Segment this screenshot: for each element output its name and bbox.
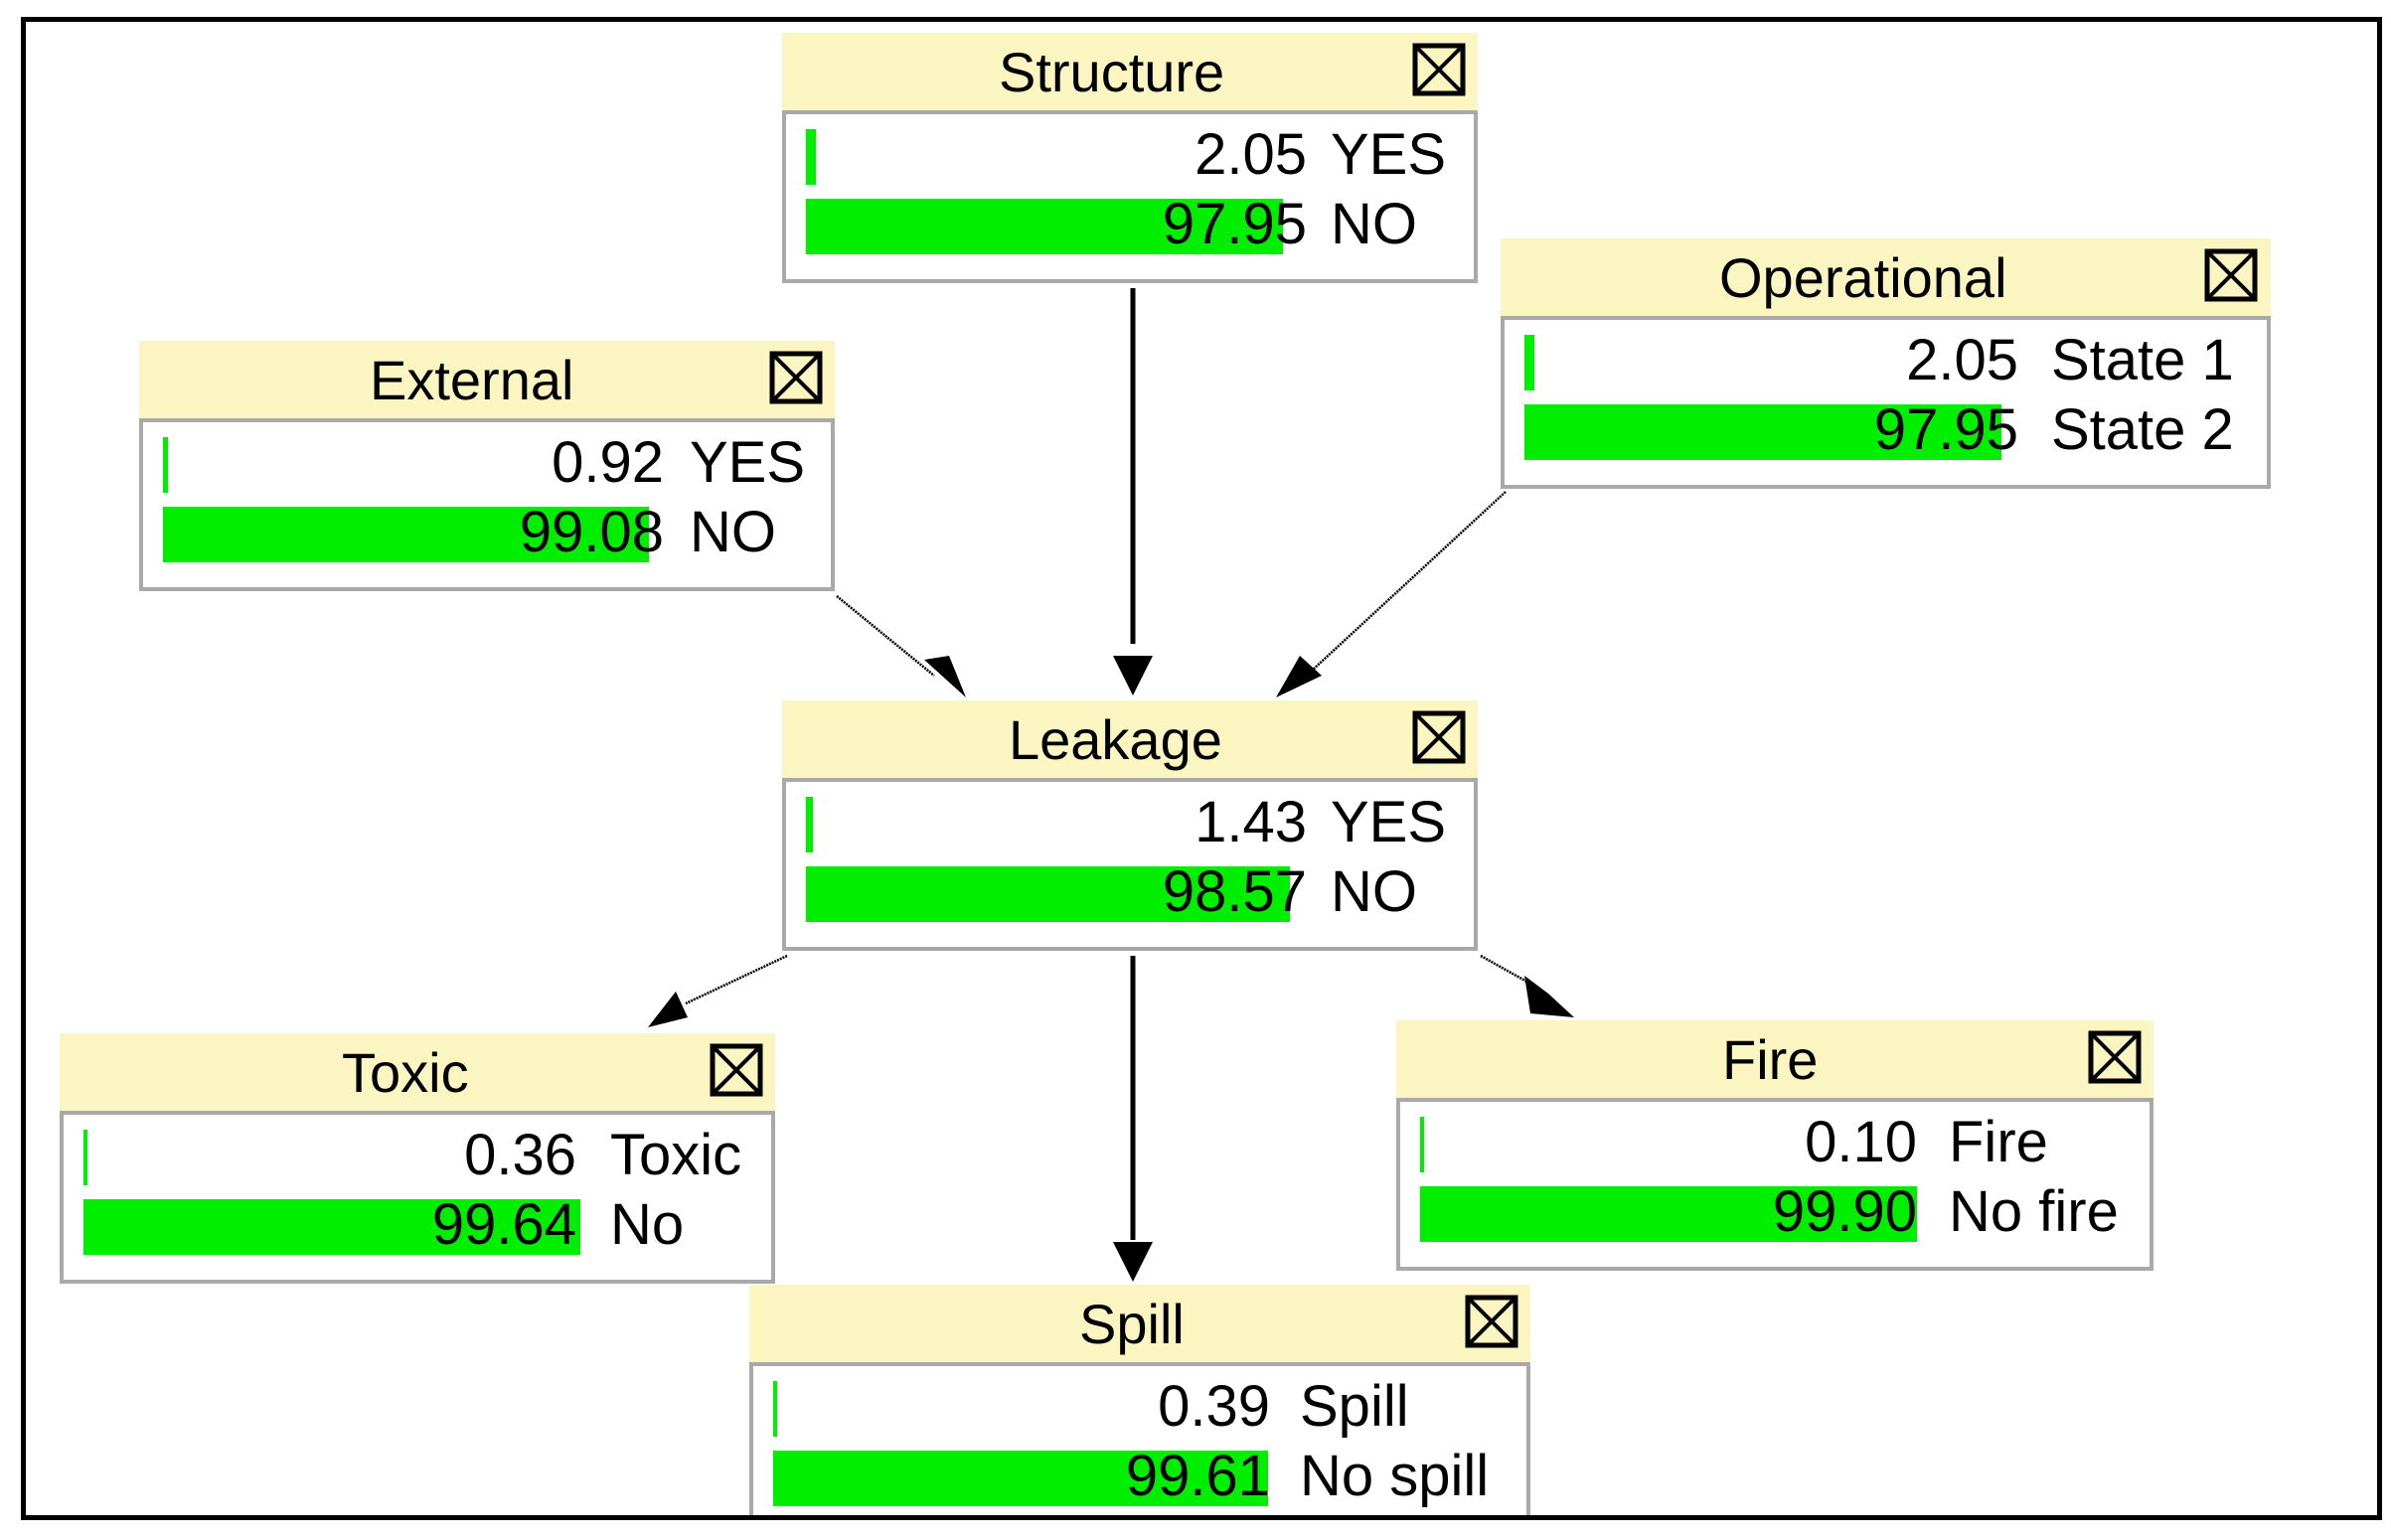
probability-bar <box>806 797 814 852</box>
node-header[interactable]: External <box>139 341 835 418</box>
node-header[interactable]: Structure <box>782 33 1478 110</box>
node-spill[interactable]: Spill 0.39 Spill 99.61 No spill <box>749 1285 1530 1535</box>
state-label: Fire <box>1949 1110 2048 1174</box>
state-row: 0.39 Spill <box>753 1376 1526 1438</box>
node-title: Fire <box>1722 1028 1819 1091</box>
node-body: 1.43 YES 98.57 NO <box>782 778 1478 951</box>
state-row: 99.08 NO <box>143 502 831 563</box>
state-row: 99.90 No fire <box>1400 1181 2150 1243</box>
checkbox-x-icon[interactable] <box>1465 1295 1518 1348</box>
checkbox-x-icon[interactable] <box>2204 248 2258 302</box>
state-label: NO <box>690 500 776 564</box>
probability-value: 99.08 <box>519 500 664 564</box>
node-body: 0.10 Fire 99.90 No fire <box>1396 1098 2153 1271</box>
probability-value: 1.43 <box>1195 790 1307 854</box>
state-label: NO <box>1331 859 1417 924</box>
state-row: 0.92 YES <box>143 432 831 494</box>
state-row: 2.05 State 1 <box>1505 330 2267 391</box>
probability-bar <box>83 1199 581 1255</box>
probability-value: 0.92 <box>552 430 664 495</box>
node-title: Operational <box>1719 246 2007 309</box>
state-label: YES <box>690 430 806 495</box>
probability-value: 0.39 <box>1158 1374 1270 1439</box>
probability-value: 2.05 <box>1195 122 1307 187</box>
state-row: 97.95 NO <box>786 194 1474 255</box>
node-body: 2.05 State 1 97.95 State 2 <box>1501 316 2271 489</box>
node-body: 0.36 Toxic 99.64 No <box>60 1111 775 1284</box>
frame-bottom-margin <box>0 1520 2391 1540</box>
node-title: Spill <box>1079 1293 1185 1355</box>
probability-value: 97.95 <box>1162 192 1307 256</box>
node-body: 2.05 YES 97.95 NO <box>782 110 1478 283</box>
state-row: 0.10 Fire <box>1400 1112 2150 1173</box>
node-body: 0.92 YES 99.08 NO <box>139 418 835 591</box>
checkbox-x-icon[interactable] <box>1412 710 1466 764</box>
state-label: YES <box>1331 122 1447 187</box>
probability-bar <box>163 437 168 493</box>
node-title: External <box>370 349 574 411</box>
state-label: State 1 <box>2051 328 2234 392</box>
probability-value: 97.95 <box>1873 397 2018 462</box>
node-header[interactable]: Spill <box>749 1285 1530 1362</box>
probability-bar <box>773 1381 777 1437</box>
frame-bottom-border <box>21 1515 2382 1520</box>
probability-bar <box>83 1130 87 1185</box>
state-row: 99.64 No <box>64 1194 771 1256</box>
node-title: Toxic <box>342 1041 469 1104</box>
node-header[interactable]: Toxic <box>60 1033 775 1111</box>
state-row: 97.95 State 2 <box>1505 399 2267 461</box>
probability-value: 98.57 <box>1162 859 1307 924</box>
node-toxic[interactable]: Toxic 0.36 Toxic 99.64 No <box>60 1033 775 1284</box>
node-title: Leakage <box>1009 708 1222 771</box>
probability-bar <box>1524 335 1535 390</box>
state-label: State 2 <box>2051 397 2234 462</box>
probability-value: 99.64 <box>431 1192 576 1257</box>
node-fire[interactable]: Fire 0.10 Fire 99.90 No fire <box>1396 1020 2153 1271</box>
state-label: Spill <box>1300 1374 1409 1439</box>
node-operational[interactable]: Operational 2.05 State 1 97.95 State 2 <box>1501 238 2271 489</box>
probability-bar <box>1524 404 2001 460</box>
probability-bar <box>773 1451 1269 1506</box>
probability-value: 0.10 <box>1805 1110 1917 1174</box>
node-structure[interactable]: Structure 2.05 YES 97.95 NO <box>782 33 1478 283</box>
state-label: No <box>610 1192 685 1257</box>
state-label: NO <box>1331 192 1417 256</box>
probability-value: 2.05 <box>1906 328 2018 392</box>
state-row: 98.57 NO <box>786 861 1474 923</box>
state-row: 0.36 Toxic <box>64 1125 771 1186</box>
node-body: 0.39 Spill 99.61 No spill <box>749 1362 1530 1535</box>
checkbox-x-icon[interactable] <box>2088 1030 2142 1084</box>
probability-value: 0.36 <box>464 1123 576 1187</box>
node-external[interactable]: External 0.92 YES 99.08 NO <box>139 341 835 591</box>
probability-value: 99.61 <box>1125 1444 1270 1508</box>
state-row: 99.61 No spill <box>753 1446 1526 1507</box>
node-leakage[interactable]: Leakage 1.43 YES 98.57 NO <box>782 700 1478 951</box>
state-label: Toxic <box>610 1123 742 1187</box>
probability-bar <box>806 129 817 185</box>
state-label: YES <box>1331 790 1447 854</box>
probability-bar <box>1420 1186 1917 1242</box>
state-label: No spill <box>1300 1444 1490 1508</box>
checkbox-x-icon[interactable] <box>710 1043 763 1097</box>
probability-bar <box>1420 1117 1424 1172</box>
state-row: 2.05 YES <box>786 124 1474 186</box>
checkbox-x-icon[interactable] <box>1412 43 1466 96</box>
probability-bar <box>806 199 1283 254</box>
node-header[interactable]: Operational <box>1501 238 2271 316</box>
node-header[interactable]: Fire <box>1396 1020 2153 1098</box>
state-row: 1.43 YES <box>786 792 1474 853</box>
checkbox-x-icon[interactable] <box>769 351 823 404</box>
node-header[interactable]: Leakage <box>782 700 1478 778</box>
probability-bar <box>163 507 650 562</box>
probability-bar <box>806 866 1290 922</box>
probability-value: 99.90 <box>1772 1179 1917 1244</box>
node-title: Structure <box>999 41 1225 103</box>
state-label: No fire <box>1949 1179 2119 1244</box>
